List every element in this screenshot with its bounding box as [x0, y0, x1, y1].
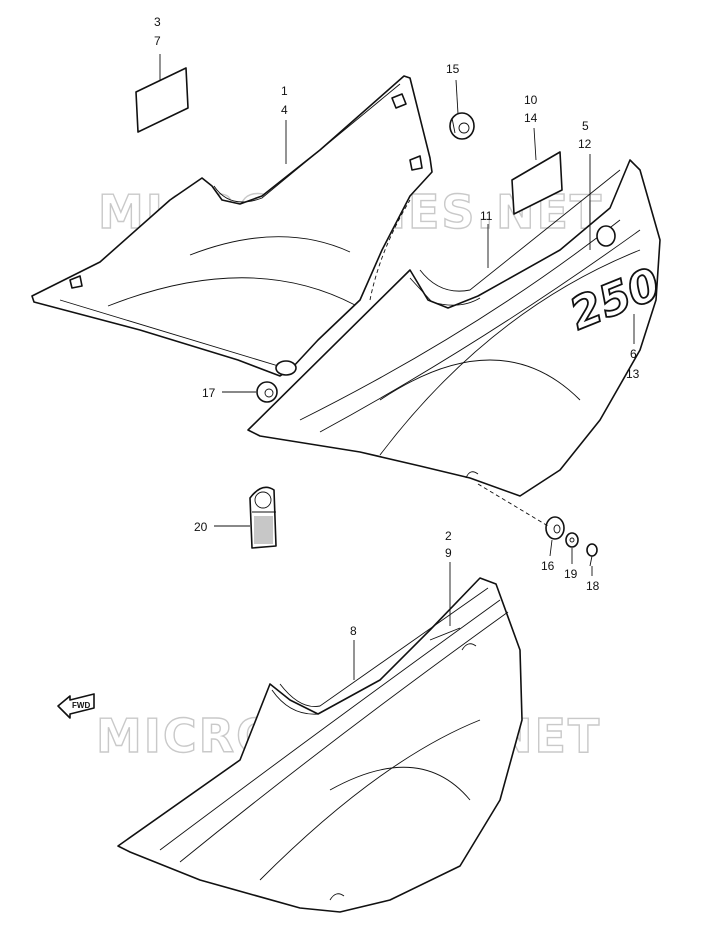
fwd-arrow-icon: FWD: [57, 693, 95, 719]
callout-12: 12: [578, 137, 592, 151]
callout-9: 9: [445, 546, 452, 560]
callout-13: 13: [626, 367, 640, 381]
callout-4: 4: [281, 103, 288, 117]
grommet-15: [449, 112, 475, 140]
callout-20: 20: [194, 520, 208, 534]
callout-5: 5: [582, 119, 589, 133]
callout-19: 19: [564, 567, 578, 581]
callout-15: 15: [446, 62, 460, 76]
callout-11: 11: [480, 209, 493, 223]
label-plate-3-7: [135, 67, 189, 133]
upper-side-cover-1-4: [31, 75, 433, 377]
svg-text:FWD: FWD: [72, 701, 90, 710]
callout-2: 2: [445, 529, 452, 543]
callout-16: 16: [541, 559, 555, 573]
grommet-16: [545, 516, 565, 540]
callout-17: 17: [202, 386, 216, 400]
callout-3: 3: [154, 15, 161, 29]
callout-10: 10: [524, 93, 538, 107]
lower-side-cover-2-9: [117, 577, 523, 913]
grommet-17: [256, 381, 278, 403]
callout-1: 1: [281, 84, 288, 98]
callout-6: 6: [630, 347, 637, 361]
leader-lines: [159, 54, 635, 680]
callout-18: 18: [586, 579, 600, 593]
callout-7: 7: [154, 34, 161, 48]
main-side-cover-5-12: 250: [247, 159, 668, 497]
washer-19: [565, 532, 579, 548]
emblem-sticker-20: [249, 486, 277, 549]
screw-18: [586, 543, 598, 567]
callout-14: 14: [524, 111, 538, 125]
label-plate-10-14: [511, 151, 563, 215]
callout-numbers: 3 7 1 4 15 10 14 5 12 11 6 13 17 20 2 9 …: [154, 15, 640, 638]
callout-8: 8: [350, 624, 357, 638]
